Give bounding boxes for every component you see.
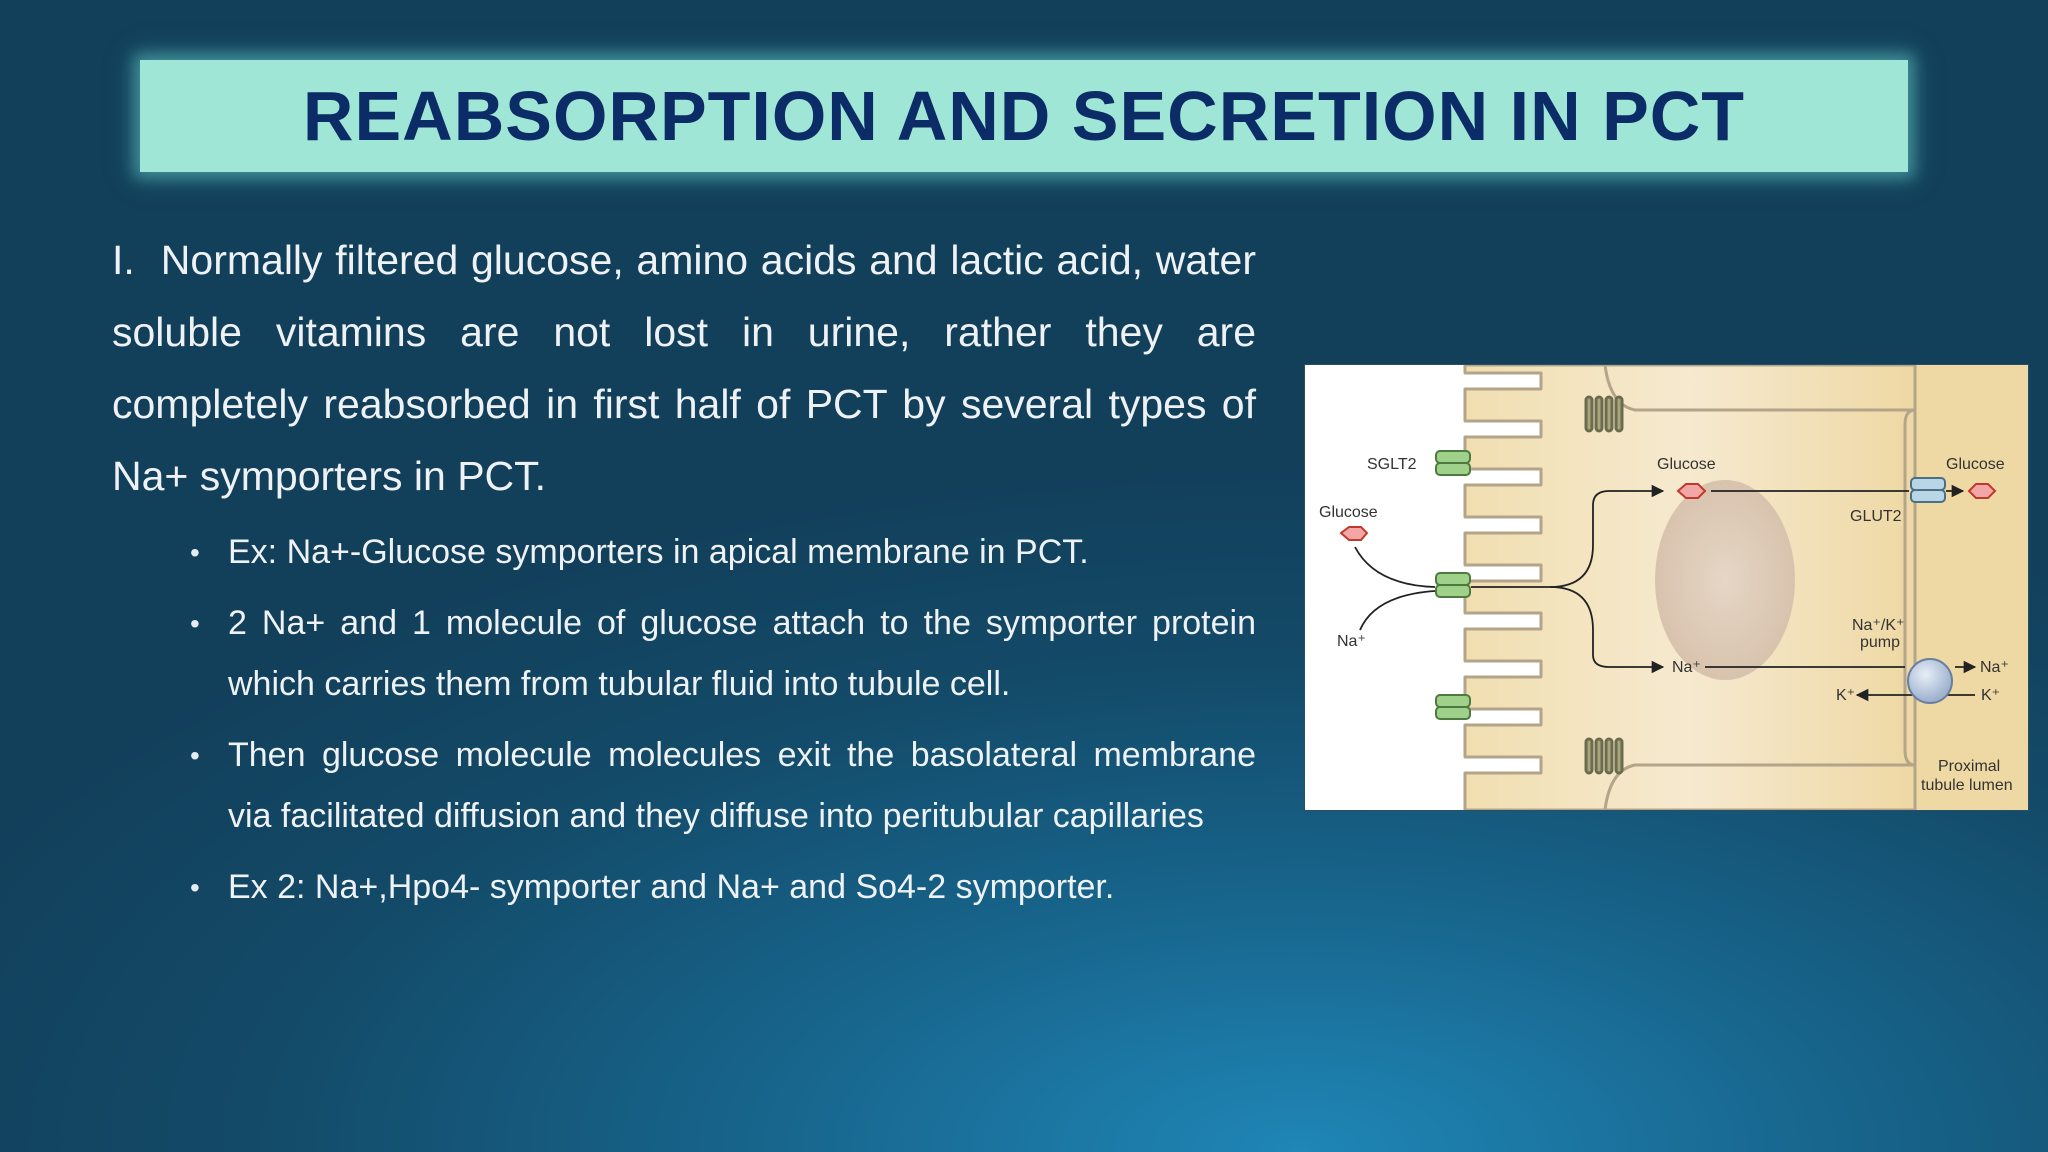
bullet-item: • Then glucose molecule molecules exit th… — [190, 725, 1256, 847]
pump-label-line1: Na⁺/K⁺ — [1852, 617, 1904, 634]
k-out-label: K⁺ — [1981, 687, 2000, 704]
bullet-item: • Ex 2: Na+,Hpo4- symporter and Na+ and S… — [190, 857, 1256, 918]
main-paragraph: I.Normally filtered glucose, amino acids… — [112, 224, 1256, 512]
bullet-symbol: • — [190, 872, 200, 903]
main-point-number: I. — [112, 237, 135, 283]
na-lumen-label: Na⁺ — [1337, 633, 1366, 650]
nucleus — [1655, 480, 1795, 680]
sglt2-transporter — [1435, 572, 1471, 598]
bullet-text: Then glucose molecule molecules exit the… — [228, 736, 1256, 835]
na-k-pump — [1907, 658, 1953, 704]
lumen-label-line1: Proximal — [1938, 758, 2000, 775]
glut2-transporter — [1910, 477, 1946, 503]
glucose-molecule-icon — [1967, 483, 1997, 499]
glucose-entry-path — [1354, 546, 1436, 588]
slide-title: REABSORPTION AND SECRETION IN PCT — [302, 77, 1746, 155]
bullet-item: • Ex: Na+-Glucose symporters in apical me… — [190, 522, 1256, 583]
basolateral-membrane — [1903, 408, 1916, 767]
glucose-lumen-label: Glucose — [1319, 504, 1378, 521]
lateral-membrane-bottom — [1603, 763, 1915, 810]
bullet-symbol: • — [190, 608, 200, 639]
bullet-text: Ex: Na+-Glucose symporters in apical mem… — [228, 533, 1089, 571]
na-out-label: Na⁺ — [1980, 659, 2009, 676]
na-cell-label: Na⁺ — [1672, 659, 1701, 676]
glut2-label: GLUT2 — [1850, 508, 1902, 525]
main-point-text: Normally filtered glucose, amino acids a… — [112, 237, 1256, 499]
sglt2-label: SGLT2 — [1367, 456, 1417, 473]
k-in-label: K⁺ — [1836, 687, 1855, 704]
bullet-item: • 2 Na+ and 1 molecule of glucose attach … — [190, 593, 1256, 715]
diagram-svg: SGLT2 Glucose Na⁺ Glucose Glucose GLUT2 … — [1319, 365, 2028, 810]
na-cell-arrow — [1549, 586, 1665, 674]
bullet-symbol: • — [190, 740, 200, 771]
glucose-out-label: Glucose — [1946, 456, 2005, 473]
glucose-cell-arrow — [1471, 484, 1665, 588]
glucose-cell-label: Glucose — [1657, 456, 1716, 473]
bullet-symbol: • — [190, 537, 200, 568]
sglt2-transporter — [1435, 450, 1471, 476]
glucose-molecule-icon — [1676, 483, 1707, 499]
pct-cell-diagram: SGLT2 Glucose Na⁺ Glucose Glucose GLUT2 … — [1305, 365, 2028, 810]
sglt2-transporter — [1435, 694, 1471, 720]
glucose-molecule-icon — [1339, 526, 1369, 541]
title-banner: REABSORPTION AND SECRETION IN PCT — [140, 60, 1908, 172]
bullet-text: 2 Na+ and 1 molecule of glucose attach t… — [228, 604, 1256, 703]
tight-junction-bottom — [1584, 737, 1624, 775]
na-entry-path — [1359, 590, 1436, 631]
interstitium-region — [1915, 365, 2028, 810]
bullet-text: Ex 2: Na+,Hpo4- symporter and Na+ and So… — [228, 868, 1115, 906]
lumen-label-line2: tubule lumen — [1921, 777, 2013, 794]
tight-junction-top — [1584, 395, 1624, 433]
bullet-list: • Ex: Na+-Glucose symporters in apical me… — [190, 522, 1256, 928]
pump-label-line2: pump — [1860, 634, 1900, 651]
